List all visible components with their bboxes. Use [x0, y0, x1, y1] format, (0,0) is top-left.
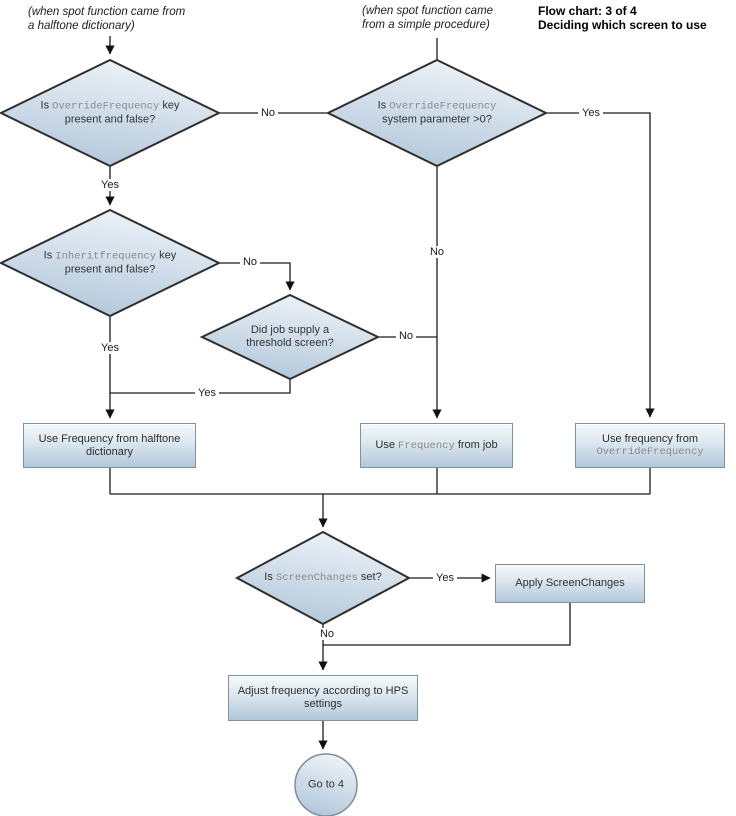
process-use-overridefrequency-box: Use frequency from OverrideFrequency: [575, 423, 725, 468]
decision-screenchanges-diamond: [234, 530, 412, 626]
page-title-line2: Deciding which screen to use: [538, 18, 707, 32]
process-use-frequency-job-post: from job: [454, 438, 498, 451]
decision-override-sysparam-diamond: [325, 58, 549, 168]
process-use-frequency-job-code: Frequency: [398, 439, 455, 452]
goto-terminal-circle: [294, 753, 358, 816]
process-use-frequency-halftone-text: Use Frequency from halftone dictionary: [38, 432, 181, 458]
edge-label-d1-yes: Yes: [98, 179, 122, 191]
decision-override-key-diamond: [0, 58, 222, 168]
annotation-simple-procedure: (when spot function came from a simple p…: [362, 4, 493, 32]
process-adjust-frequency-hps-box: Adjust frequency according to HPS settin…: [228, 675, 418, 721]
annotation-procedure-line1: (when spot function came: [362, 5, 494, 17]
decision-screenchanges-post: set?: [357, 571, 382, 583]
process-apply-screenchanges-text: Apply ScreenChanges: [515, 577, 625, 589]
process-use-overridefrequency-line1: Use frequency from: [602, 432, 698, 445]
edge-label-d5-no: No: [316, 628, 338, 640]
goto-terminal-label: Go to 4: [308, 779, 344, 792]
edge-label-d4-yes: Yes: [195, 387, 219, 399]
decision-override-key-label: Is OverrideFrequency key present and fal…: [25, 100, 195, 127]
process-apply-screenchanges-box: Apply ScreenChanges: [495, 564, 645, 603]
decision-threshold-screen-text: Did job supply a threshold screen?: [246, 324, 334, 349]
edge-label-d1-no: No: [257, 107, 279, 119]
decision-inheritfrequency-diamond: [0, 208, 222, 318]
decision-override-sysparam-post: system parameter >0?: [382, 113, 492, 126]
process-use-frequency-job-text: Use Frequency from job: [375, 439, 497, 453]
page-title: Flow chart: 3 of 4 Deciding which screen…: [538, 4, 707, 32]
edge-label-d4-no: No: [395, 330, 417, 342]
edge-label-d2-yes: Yes: [579, 107, 603, 119]
edge-label-d3-yes: Yes: [98, 342, 122, 354]
decision-screenchanges-label: Is ScreenChanges set?: [264, 571, 381, 585]
decision-inheritfrequency-pre: Is: [43, 249, 56, 262]
decision-threshold-screen-diamond: [199, 293, 381, 381]
decision-inheritfrequency-label: Is Inheritfrequency key present and fals…: [25, 250, 195, 277]
process-use-frequency-halftone-box: Use Frequency from halftone dictionary: [23, 423, 196, 468]
annotation-halftone-line1: (when spot function came from: [28, 6, 186, 18]
process-adjust-frequency-hps-text: Adjust frequency according to HPS settin…: [237, 685, 409, 710]
decision-override-sysparam-label: Is OverrideFrequency system parameter >0…: [362, 100, 512, 127]
decision-override-sysparam-code: OverrideFrequency: [389, 100, 497, 113]
decision-threshold-screen-label: Did job supply a threshold screen?: [240, 324, 340, 350]
page-title-line1: Flow chart: 3 of 4: [538, 4, 637, 18]
edge-label-d2-no: No: [426, 246, 448, 258]
decision-screenchanges-code: ScreenChanges: [275, 572, 358, 584]
decision-override-key-code: OverrideFrequency: [52, 100, 160, 113]
decision-override-sysparam-pre: Is: [377, 99, 390, 112]
edge-d2-yes-to-boxC: [547, 112, 655, 418]
annotation-procedure-line2: from a simple procedure): [362, 19, 490, 31]
annotation-halftone-line2: a halftone dictionary): [28, 20, 135, 32]
edge-d4-yes-join: [110, 380, 291, 394]
decision-override-key-post: key present and false?: [64, 99, 180, 126]
decision-inheritfrequency-post: key present and false?: [64, 249, 177, 276]
decision-screenchanges-pre: Is: [264, 571, 276, 583]
edge-boxD-down-join: [323, 603, 571, 646]
process-use-frequency-job-pre: Use: [375, 438, 399, 451]
goto-terminal-text: Go to 4: [307, 778, 345, 791]
process-use-frequency-job-box: Use Frequency from job: [360, 423, 513, 468]
edge-label-d5-yes: Yes: [433, 572, 457, 584]
decision-inheritfrequency-code: Inheritfrequency: [55, 250, 157, 263]
process-use-overridefrequency-code: OverrideFrequency: [596, 445, 704, 458]
edge-label-d3-no: No: [239, 256, 261, 268]
decision-override-key-pre: Is: [40, 99, 53, 112]
annotation-halftone-dictionary: (when spot function came from a halftone…: [28, 5, 185, 33]
process-use-overridefrequency-text: Use frequency from OverrideFrequency: [596, 433, 703, 459]
